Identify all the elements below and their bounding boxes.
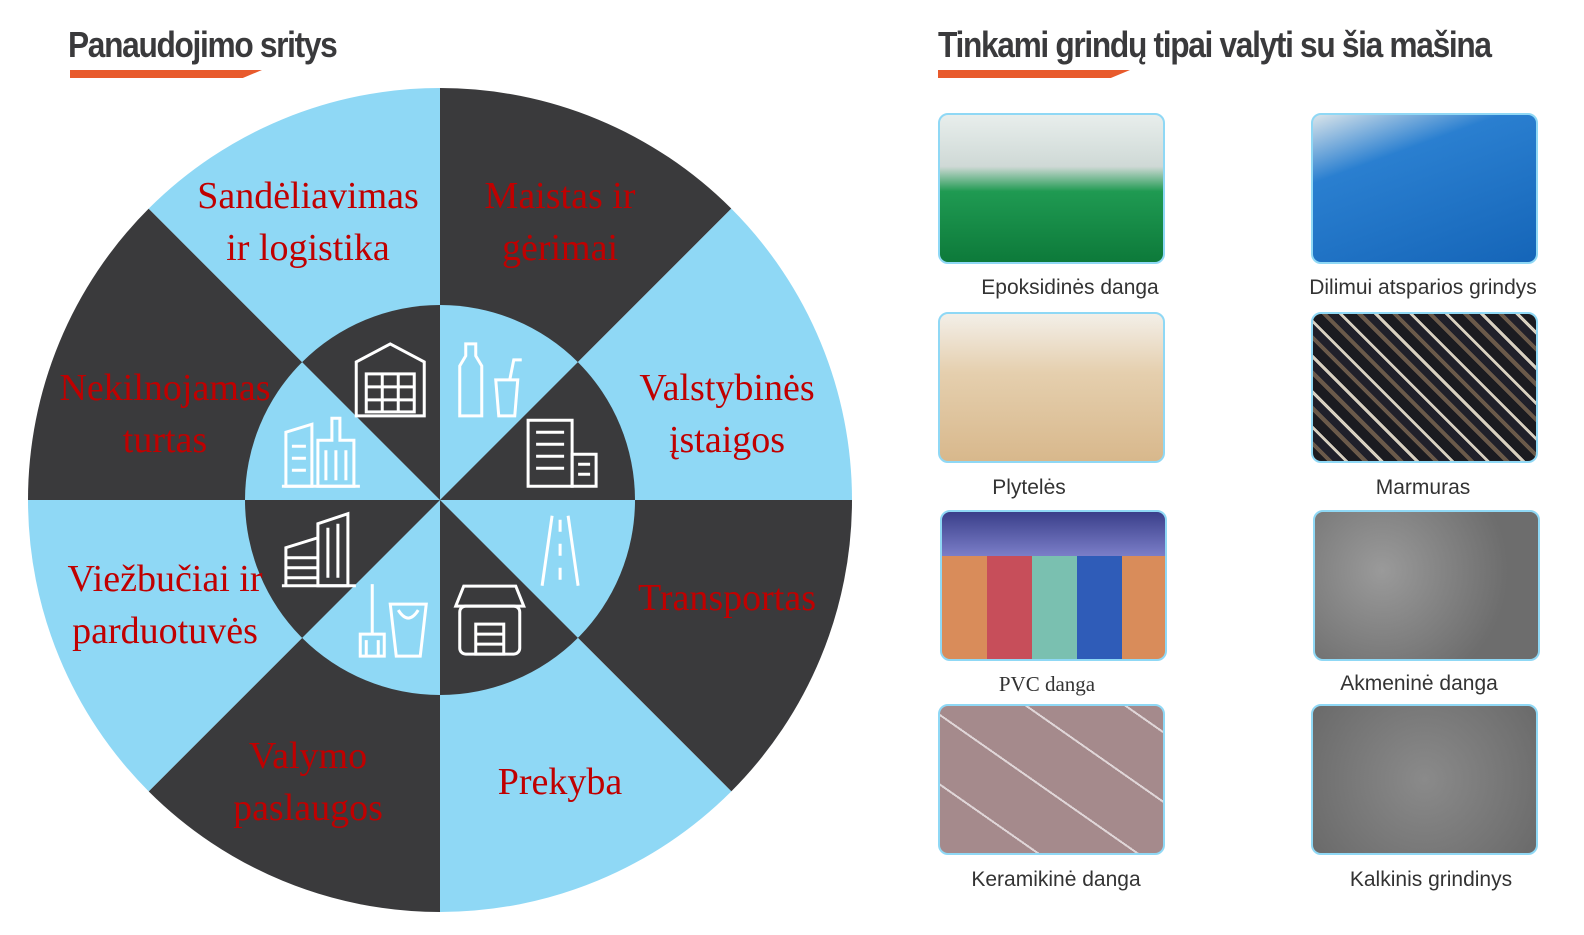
floor-label: Kalkinis grindinys xyxy=(1349,868,1513,891)
floor-types-title: Tinkami grindų tipai valyti su šia mašin… xyxy=(938,24,1492,65)
floor-image-epoxy xyxy=(938,113,1165,264)
road-icon xyxy=(540,515,580,586)
floor-label: Akmeninė danga xyxy=(1340,672,1498,695)
floor-image-tiles xyxy=(938,312,1165,463)
floor-image-stone xyxy=(1313,510,1540,661)
inner-sector xyxy=(245,500,440,638)
warehouse-icon xyxy=(354,342,426,418)
floor-image-ceramic xyxy=(938,704,1165,855)
inner-sector xyxy=(440,500,635,638)
floor-image-marble xyxy=(1311,312,1538,463)
bottle-drink-icon xyxy=(458,342,522,418)
hotel-icon xyxy=(281,511,356,588)
floor-label: Marmuras xyxy=(1375,476,1471,499)
floor-label: Epoksidinės danga xyxy=(981,276,1159,299)
usage-areas-title: Panaudojimo sritys xyxy=(68,24,338,65)
city-buildings-icon xyxy=(281,416,360,488)
inner-sector xyxy=(245,362,440,500)
sector-label-retail: Prekyba xyxy=(497,761,623,803)
floor-image-terrazzo xyxy=(1311,704,1538,855)
floor-image-wear-resistant xyxy=(1311,113,1538,264)
sector-label-transport: Transportas xyxy=(637,577,817,619)
floor-image-pvc xyxy=(940,510,1167,661)
broom-bucket-icon xyxy=(358,584,428,658)
title-underline xyxy=(70,70,262,78)
usage-wheel xyxy=(28,88,852,912)
floor-label: Keramikinė danga xyxy=(971,868,1141,891)
shop-icon xyxy=(453,584,526,656)
title-underline xyxy=(938,70,1130,78)
office-building-icon xyxy=(526,418,598,488)
inner-sector xyxy=(302,305,440,500)
floor-label: Dilimui atsparios grindys xyxy=(1309,276,1537,299)
floor-label: Plytelės xyxy=(992,476,1066,499)
floor-label: PVC danga xyxy=(998,672,1096,696)
